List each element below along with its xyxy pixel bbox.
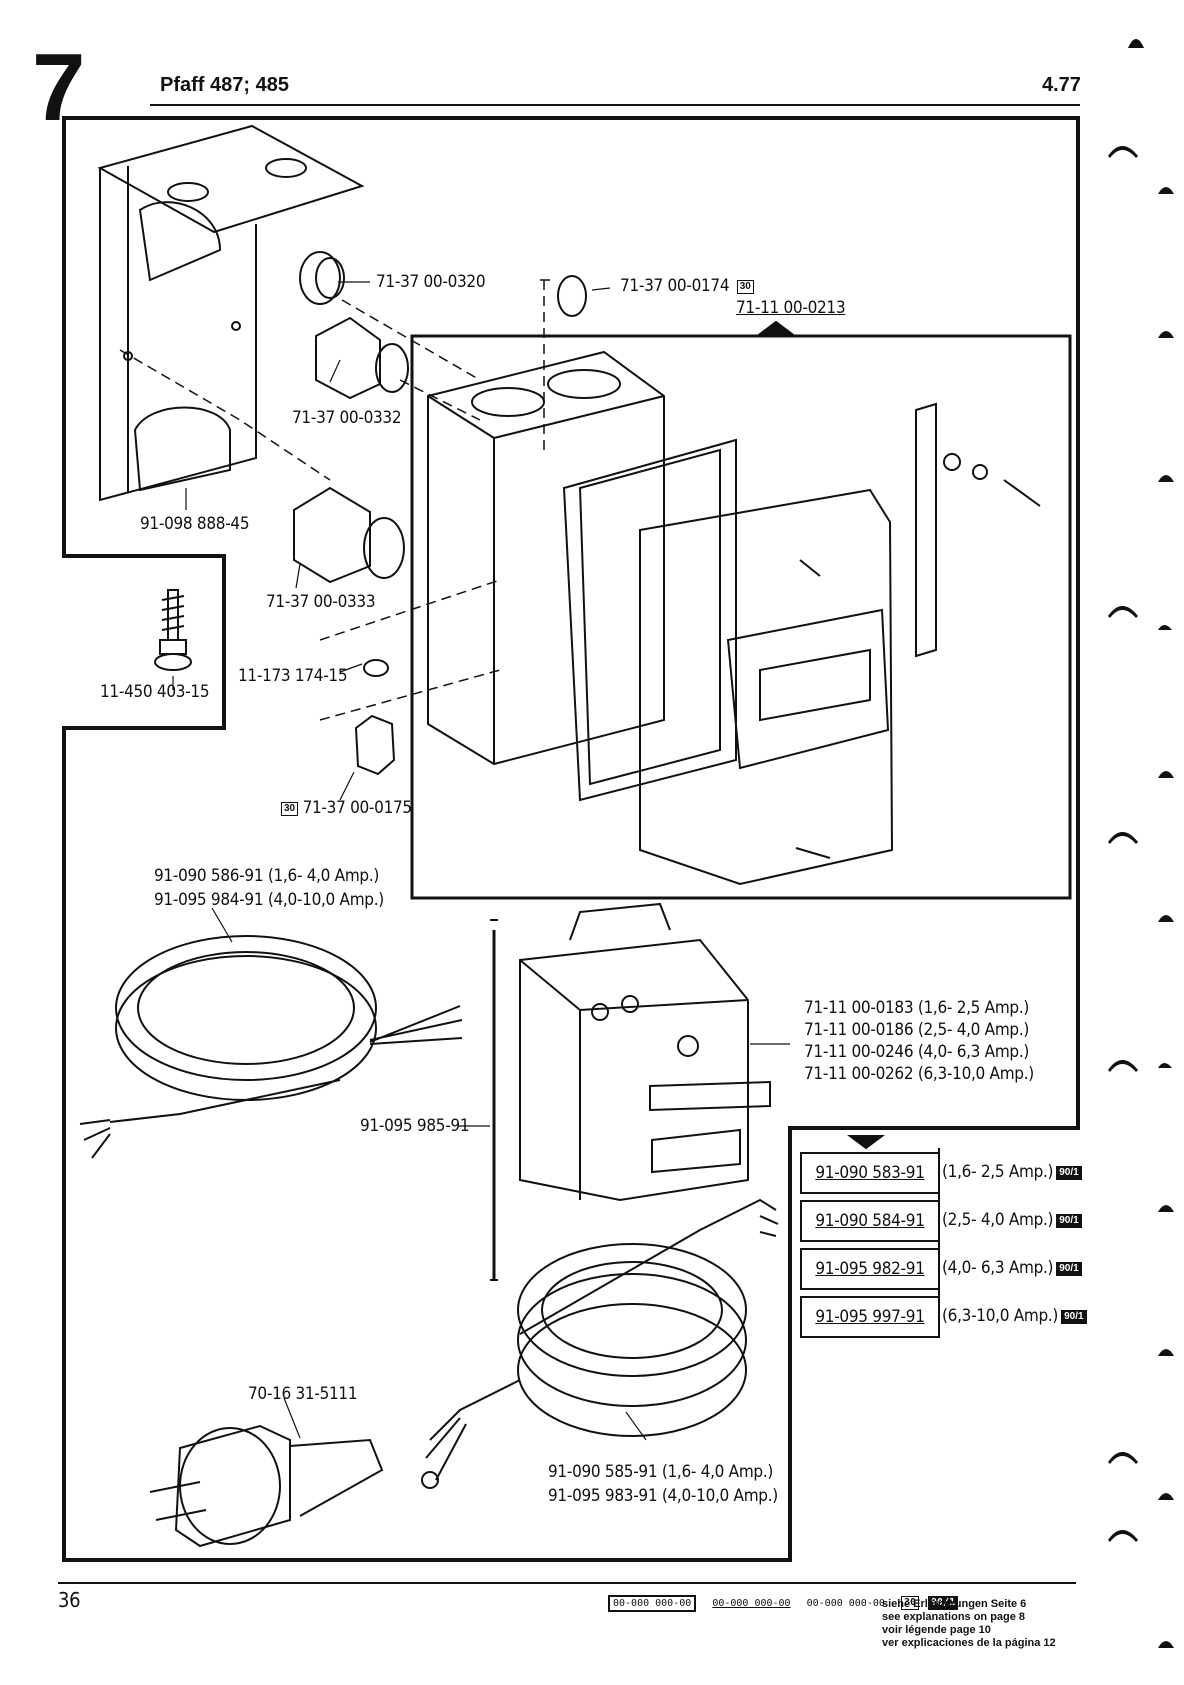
- assembly-lines: [119, 279, 550, 721]
- label-plug: 70-16 31-5111: [248, 1384, 358, 1404]
- label-cable-b-1: 91-090 585-91 (1,6- 4,0 Amp.): [548, 1462, 774, 1482]
- label-contactor-2: 71-11 00-0186 (2,5- 4,0 Amp.): [804, 1020, 1030, 1040]
- assembly-box-1: 91-090 583-91: [800, 1152, 940, 1194]
- note-fr: voir légende page 10: [882, 1624, 991, 1636]
- note-de: siehe Erläuterungen Seite 6: [882, 1598, 1027, 1610]
- assembly-box-2: 91-090 584-91: [800, 1200, 940, 1242]
- plug-drawing: [149, 1424, 384, 1548]
- legend-codes: 00-000 000-00 00-000 000-00 00-000 000-0…: [608, 1595, 959, 1612]
- housing-marker: [757, 320, 795, 335]
- bracket-drawing: [97, 124, 365, 502]
- nut-top-line: 71-37 00-0174 30: [620, 276, 754, 296]
- ground-strip-drawing: [915, 402, 1041, 658]
- assembly-marker: [847, 1135, 885, 1150]
- label-wood-screw: 11-450 403-15: [100, 682, 210, 702]
- label-housing: 71-11 00-0213: [736, 298, 846, 318]
- margin-marks: [1108, 39, 1174, 1648]
- legend-tag-30-icon: 30: [900, 1596, 919, 1610]
- glands-drawing: [293, 251, 587, 776]
- model-title: Pfaff 487; 485: [160, 74, 289, 96]
- label-gland-small: 71-37 00-0332: [292, 408, 402, 428]
- tag-90-1-icon: 90/1: [1056, 1261, 1082, 1276]
- legend-code-plain: 00-000 000-00: [806, 1598, 885, 1609]
- edition-label: 4.77: [1042, 74, 1081, 96]
- label-nut-top: 71-37 00-0174: [620, 276, 730, 296]
- tag-30-icon: 30: [281, 801, 299, 816]
- label-screw-small: 11-173 174-15: [238, 666, 348, 686]
- header-rule: [150, 104, 1080, 106]
- label-plug-insert: 71-37 00-0320: [376, 272, 486, 292]
- contactor-drawing: [519, 902, 771, 1202]
- cable-coil-a-drawing: [79, 935, 463, 1159]
- tag-90-1-icon: 90/1: [1056, 1165, 1082, 1180]
- label-contactor-3: 71-11 00-0246 (4,0- 6,3 Amp.): [804, 1042, 1030, 1062]
- tag-90-1-icon: 90/1: [1056, 1213, 1082, 1228]
- label-cable-link: 91-095 985-91: [360, 1116, 470, 1136]
- label-contactor-4: 71-11 00-0262 (6,3-10,0 Amp.): [804, 1064, 1034, 1084]
- note-en: see explanations on page 8: [882, 1611, 1026, 1623]
- assembly-range-3: (4,0- 6,3 Amp.)90/1: [942, 1258, 1082, 1278]
- cable-coil-b-drawing: [421, 1198, 779, 1489]
- assembly-box-divider: [938, 1148, 940, 1338]
- page-number: 36: [58, 1588, 81, 1612]
- housing-frame: [410, 334, 1072, 900]
- assembly-range-1: (1,6- 2,5 Amp.)90/1: [942, 1162, 1082, 1182]
- outer-frame: [62, 116, 1080, 1562]
- label-bracket: 91-098 888-45: [140, 514, 250, 534]
- label-gland-large: 71-37 00-0333: [266, 592, 376, 612]
- nut-bottom-line: 30 71-37 00-0175: [278, 798, 412, 818]
- assembly-range-4: (6,3-10,0 Amp.)90/1: [942, 1306, 1087, 1326]
- legend-code-underlined: 00-000 000-00: [712, 1598, 791, 1609]
- link-cable-drawing: [490, 919, 498, 1281]
- assembly-box-4: 91-095 997-91: [800, 1296, 940, 1338]
- label-cable-a-2: 91-095 984-91 (4,0-10,0 Amp.): [154, 890, 384, 910]
- label-nut-bottom: 71-37 00-0175: [302, 798, 413, 818]
- label-cable-b-2: 91-095 983-91 (4,0-10,0 Amp.): [548, 1486, 778, 1506]
- legend-tag-90-1-icon: 90/1: [928, 1596, 959, 1610]
- tag-90-1-icon: 90/1: [1061, 1309, 1087, 1324]
- assembly-box-3: 91-095 982-91: [800, 1248, 940, 1290]
- note-es: ver explicaciones de la página 12: [882, 1637, 1056, 1649]
- tag-30-icon: 30: [736, 279, 754, 294]
- label-cable-a-1: 91-090 586-91 (1,6- 4,0 Amp.): [154, 866, 380, 886]
- label-contactor-1: 71-11 00-0183 (1,6- 2,5 Amp.): [804, 998, 1030, 1018]
- housing-box-drawing: [427, 350, 894, 886]
- footer-notes: siehe Erläuterungen Seite 6 see explanat…: [882, 1598, 1056, 1650]
- legend-code-boxed: 00-000 000-00: [608, 1595, 697, 1612]
- assembly-range-2: (2,5- 4,0 Amp.)90/1: [942, 1210, 1082, 1230]
- wood-screw-drawing: [154, 589, 192, 671]
- leader-lines: [172, 281, 790, 1441]
- footer-rule: [58, 1582, 1076, 1584]
